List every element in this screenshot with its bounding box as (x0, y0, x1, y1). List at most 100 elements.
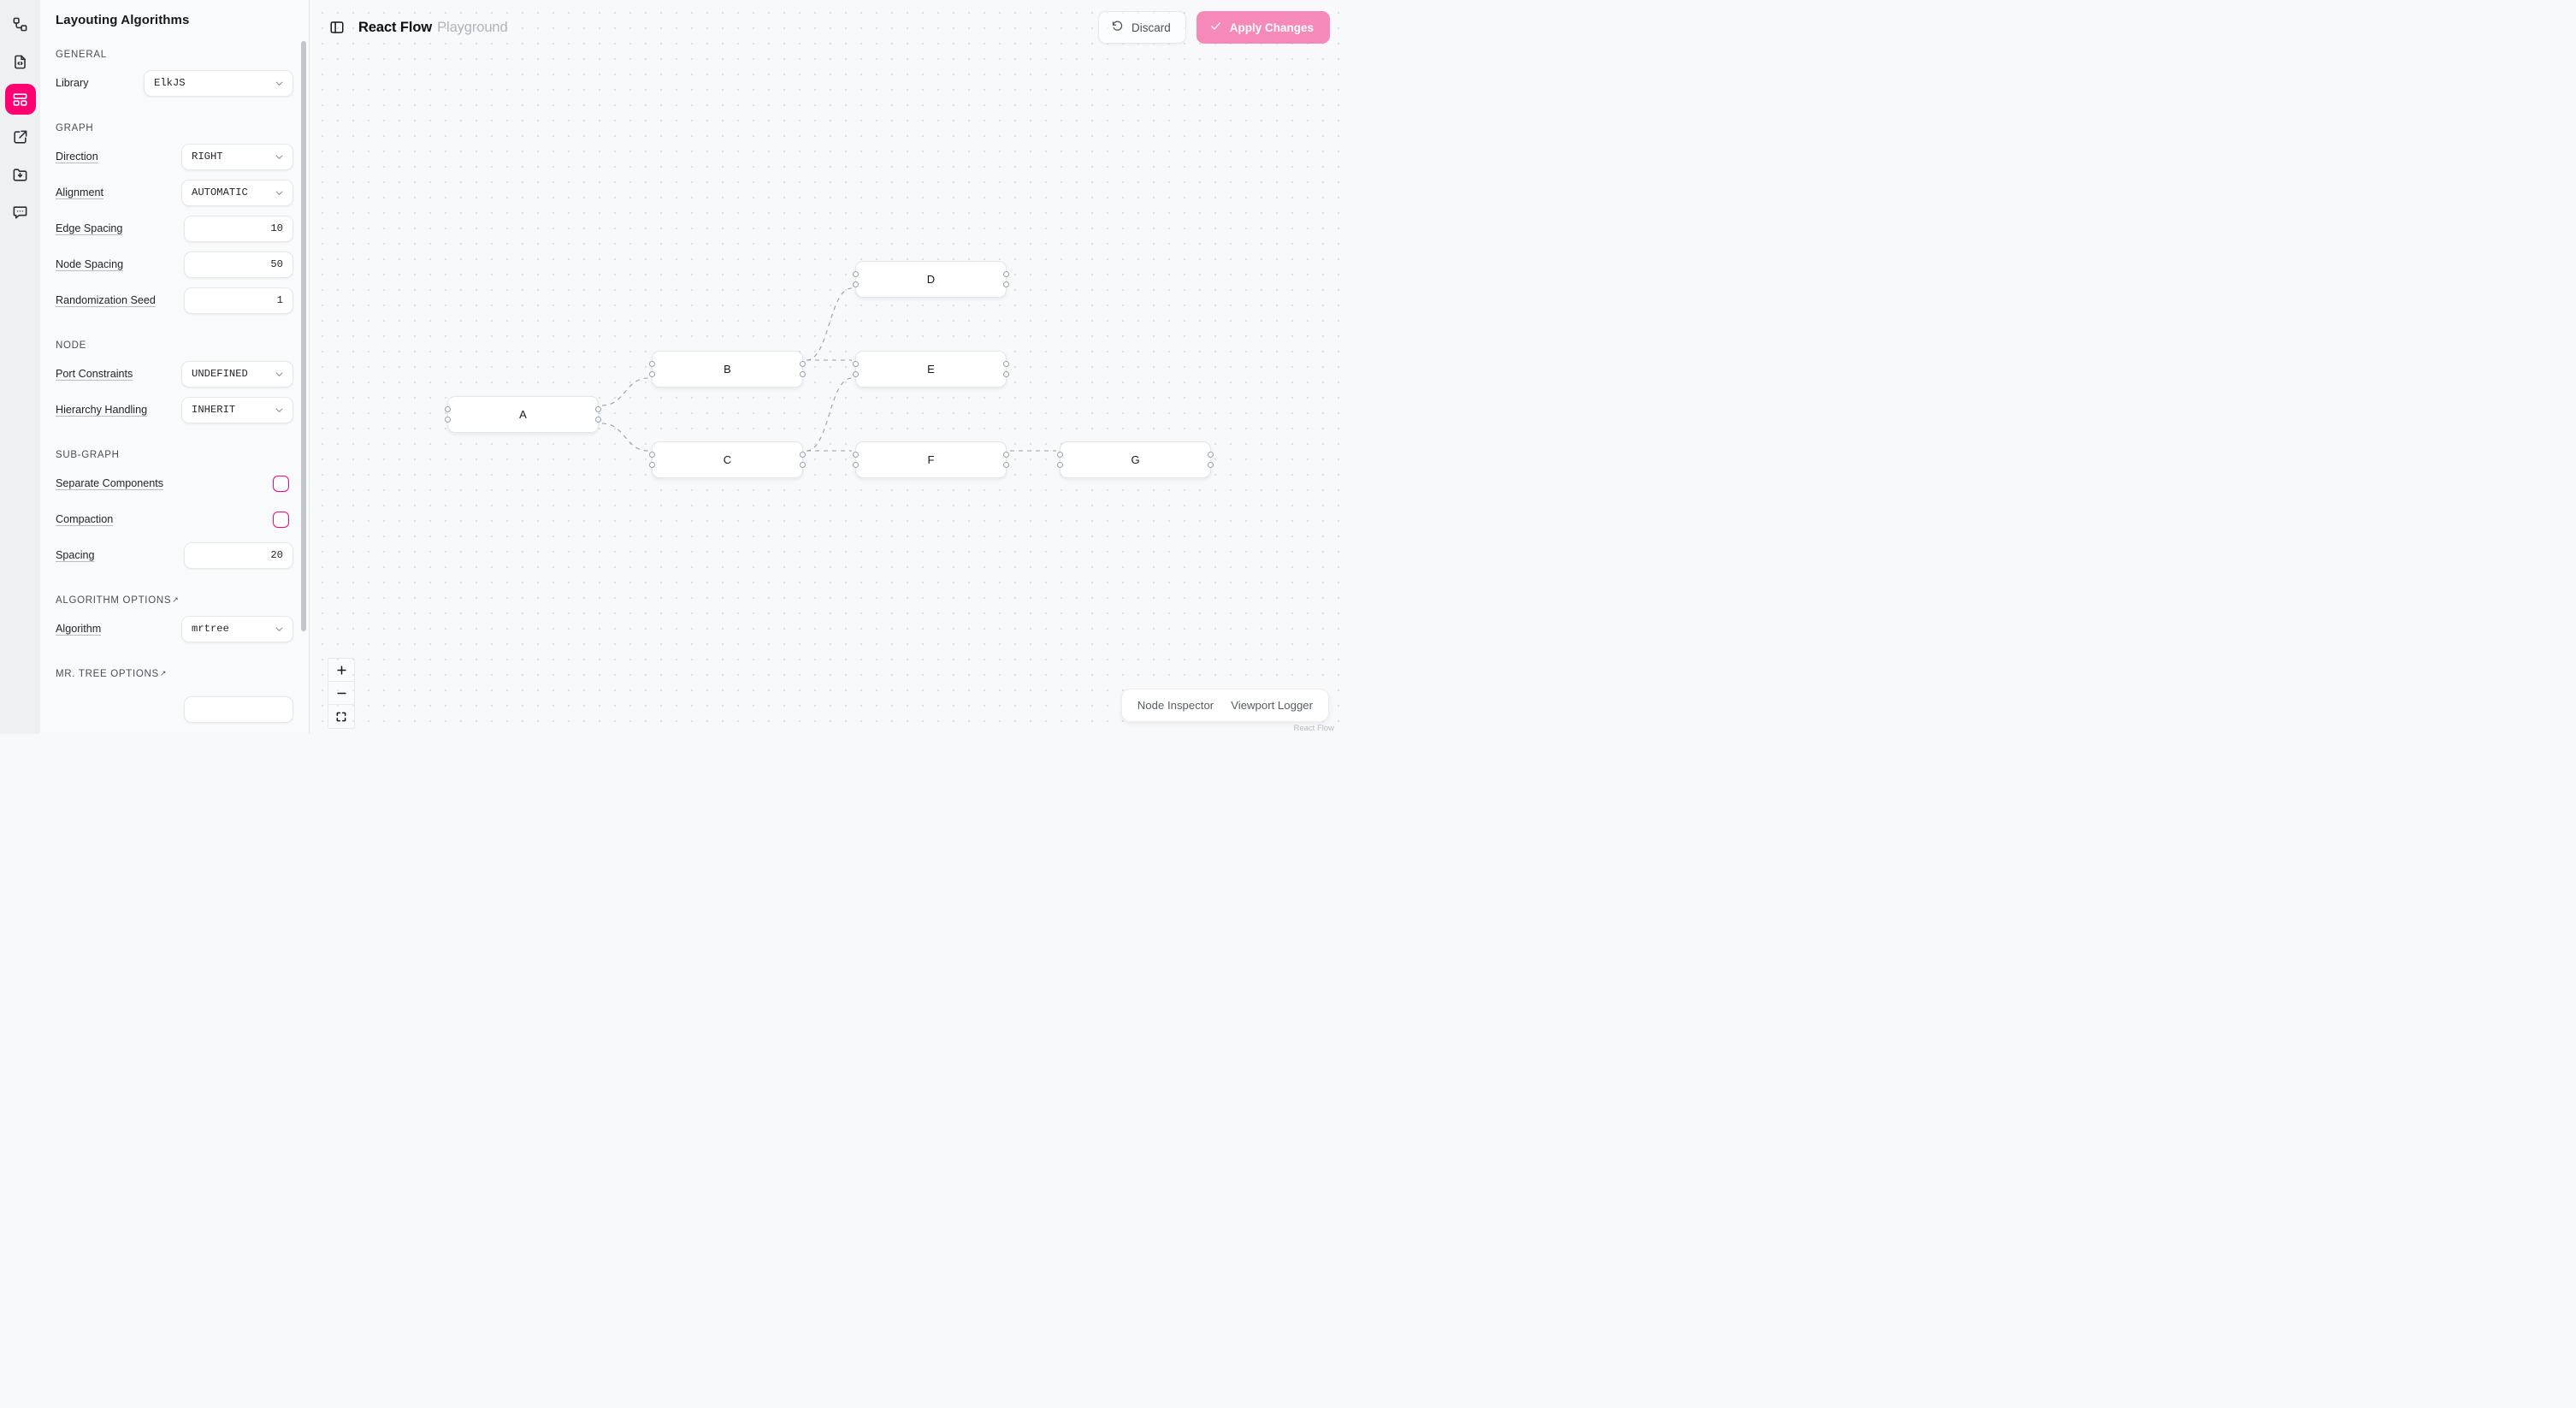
node-handle[interactable] (853, 371, 859, 377)
flow-node-label: C (723, 453, 732, 466)
setting-select[interactable]: INHERIT (181, 396, 293, 423)
layout-panels-icon (12, 92, 28, 108)
node-handle[interactable] (1208, 462, 1214, 468)
setting-checkbox[interactable] (273, 475, 289, 492)
zoom-out-button[interactable] (328, 682, 354, 705)
setting-select[interactable]: UNDEFINED (181, 360, 293, 387)
setting-select-value: INHERIT (192, 404, 236, 416)
setting-checkbox[interactable] (273, 511, 289, 528)
flow-node-label: F (927, 453, 935, 466)
node-handle[interactable] (1057, 462, 1063, 468)
sidebar-item-graph[interactable] (5, 9, 36, 39)
external-link-icon[interactable]: ↗ (172, 595, 180, 604)
node-handle[interactable] (595, 406, 601, 412)
node-handle[interactable] (853, 452, 859, 458)
flow-node[interactable]: D (853, 261, 1009, 298)
setting-number-input[interactable] (184, 696, 293, 723)
sidebar-item-open-external[interactable] (5, 121, 36, 152)
chevron-down-icon (274, 369, 285, 380)
node-handle[interactable] (1208, 452, 1214, 458)
icon-rail (0, 0, 40, 734)
node-handle[interactable] (853, 271, 859, 277)
app-subtitle: Playground (437, 19, 508, 35)
node-handle[interactable] (445, 417, 451, 423)
apply-changes-button[interactable]: Apply Changes (1196, 11, 1330, 44)
devtool-toggle[interactable]: Node Inspector (1137, 699, 1214, 712)
flow-canvas[interactable]: React Flow Playground Discard Appl (310, 0, 1341, 734)
flow-node-label: D (926, 273, 936, 286)
section-heading-label: NODE (56, 340, 87, 351)
setting-row: Spacing 20 (56, 537, 293, 573)
node-handle[interactable] (800, 452, 806, 458)
setting-select[interactable]: AUTOMATIC (181, 179, 293, 206)
node-handle[interactable] (853, 281, 859, 287)
flow-edge (806, 287, 853, 361)
setting-number-value: 20 (270, 549, 283, 561)
node-handle[interactable] (800, 371, 806, 377)
sidebar-item-code[interactable] (5, 46, 36, 77)
code-file-icon (12, 54, 28, 70)
node-handle[interactable] (1003, 271, 1009, 277)
setting-number-value: 1 (276, 294, 283, 306)
node-handle[interactable] (1003, 462, 1009, 468)
section-heading: ALGORITHM OPTIONS↗ (56, 595, 293, 606)
node-handle[interactable] (1057, 452, 1063, 458)
node-handle[interactable] (445, 406, 451, 412)
node-handle[interactable] (800, 361, 806, 367)
setting-label: Edge Spacing (56, 222, 123, 234)
node-handle[interactable] (1003, 371, 1009, 377)
external-link-icon[interactable]: ↗ (159, 669, 168, 677)
setting-label: Randomization Seed (56, 294, 156, 306)
chevron-down-icon (274, 78, 285, 89)
flow-node[interactable]: E (853, 351, 1009, 387)
node-handle[interactable] (800, 462, 806, 468)
setting-row: Randomization Seed 1 (56, 282, 293, 318)
fit-view-button[interactable] (328, 705, 354, 728)
node-handle[interactable] (1003, 361, 1009, 367)
setting-select[interactable]: mrtree (181, 615, 293, 642)
sidebar-scrollbar[interactable] (301, 41, 306, 631)
sidebar-item-feedback[interactable] (5, 197, 36, 228)
node-handle[interactable] (649, 361, 655, 367)
node-handle[interactable] (595, 417, 601, 423)
attribution-label: React Flow (1293, 724, 1334, 733)
setting-number-input[interactable]: 20 (184, 541, 293, 569)
setting-select[interactable]: ElkJS (144, 69, 293, 97)
flow-node-label: E (927, 363, 935, 376)
setting-number-input[interactable]: 1 (184, 287, 293, 314)
setting-select[interactable]: RIGHT (181, 143, 293, 170)
sidebar-item-layout[interactable] (4, 84, 36, 115)
page-title: Layouting Algorithms (56, 13, 190, 27)
section-heading: NODE (56, 340, 293, 351)
node-handle[interactable] (1003, 281, 1009, 287)
node-handle[interactable] (1003, 452, 1009, 458)
panel-left-icon[interactable] (327, 17, 347, 38)
section-heading: GENERAL (56, 50, 293, 60)
flow-node[interactable]: C (649, 441, 806, 478)
node-handle[interactable] (649, 452, 655, 458)
zoom-in-button[interactable] (328, 659, 354, 682)
node-handle[interactable] (649, 462, 655, 468)
devtool-toggle[interactable]: Viewport Logger (1231, 699, 1313, 712)
discard-button[interactable]: Discard (1097, 11, 1186, 44)
node-handle[interactable] (853, 462, 859, 468)
setting-number-value: 10 (270, 222, 283, 234)
flow-node[interactable]: F (853, 441, 1009, 478)
node-handle[interactable] (649, 371, 655, 377)
flow-node[interactable]: A (445, 396, 601, 433)
flow-node[interactable]: G (1057, 441, 1214, 478)
nodes-graph-icon (12, 16, 28, 33)
sidebar-item-import[interactable] (5, 159, 36, 190)
flow-node[interactable]: B (649, 351, 806, 387)
setting-number-input[interactable]: 50 (184, 251, 293, 278)
devtools-panel: Node Inspector Viewport Logger (1120, 689, 1329, 722)
node-handle[interactable] (853, 361, 859, 367)
setting-number-input[interactable]: 10 (184, 215, 293, 242)
setting-label: Spacing (56, 549, 95, 561)
